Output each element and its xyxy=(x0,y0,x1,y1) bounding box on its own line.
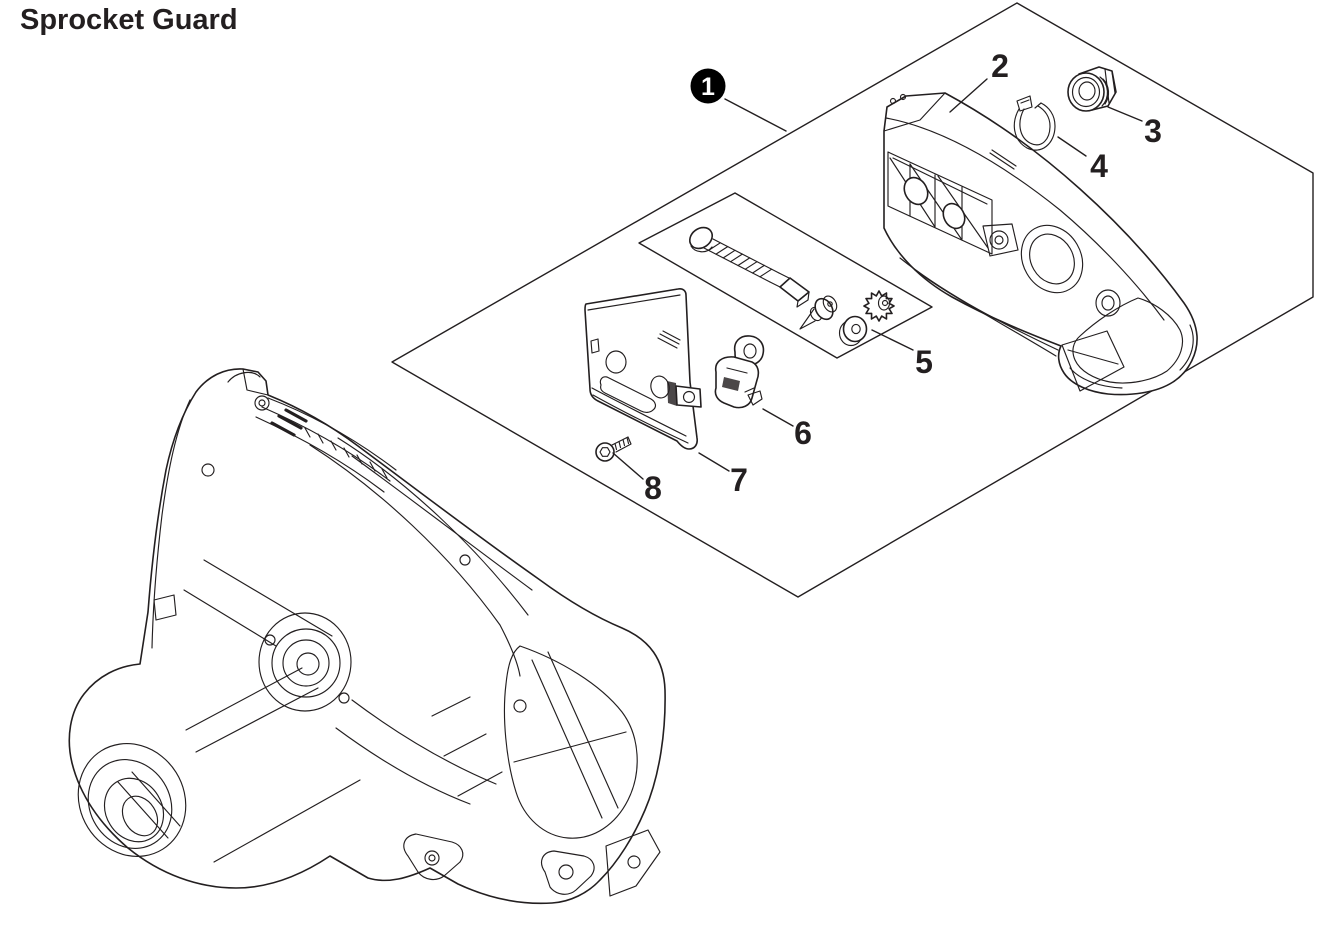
screw-drawing xyxy=(595,436,632,462)
callout-6: 6 xyxy=(794,415,812,451)
callouts: 1 2 3 4 5 6 7 8 xyxy=(644,48,1162,506)
exploded-view-box xyxy=(391,2,1314,598)
callout-3: 3 xyxy=(1144,113,1162,149)
callout-1-circle xyxy=(690,68,726,104)
sprocket-guard-cover-drawing xyxy=(883,92,1198,396)
callout-1-number: 1 xyxy=(701,73,715,101)
crankcase-drawing xyxy=(68,368,666,905)
chain-catcher-drawing xyxy=(714,335,765,409)
callout-1-badge: 1 xyxy=(690,68,726,104)
tensioner-kit-box xyxy=(638,192,933,359)
guard-plate-drawing xyxy=(584,288,702,450)
retaining-clip-drawing xyxy=(1013,95,1056,151)
callout-2: 2 xyxy=(991,48,1009,84)
tensioner-assembly-drawing xyxy=(689,226,895,347)
page-title: Sprocket Guard xyxy=(20,4,238,36)
callout-7: 7 xyxy=(730,462,748,498)
collar-nut-drawing xyxy=(1067,66,1117,112)
callout-5: 5 xyxy=(915,344,933,380)
leader-lines xyxy=(612,78,1143,480)
callout-8: 8 xyxy=(644,470,662,506)
callout-4: 4 xyxy=(1090,148,1108,184)
